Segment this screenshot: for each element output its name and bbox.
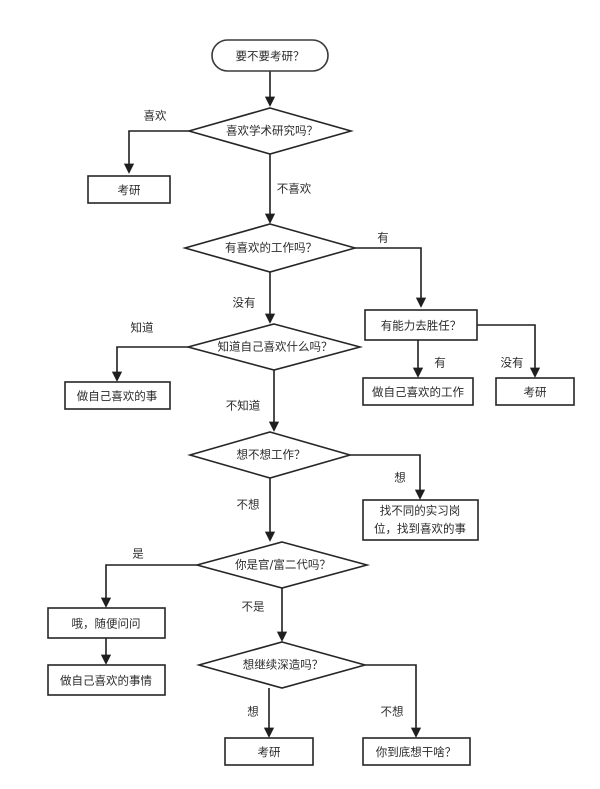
node-q-capable-label: 有能力去胜任？ <box>381 319 462 333</box>
edge-q4-want-to-internship <box>350 454 426 500</box>
node-q-further-study[interactable]: 想继续深造吗？ <box>196 641 368 689</box>
node-q-rich-second-gen-shape <box>193 541 371 589</box>
node-q-know-what-you-like[interactable]: 知道自己喜欢什么吗？ <box>184 323 364 371</box>
edge-label-dont-know: 不知道 <box>226 399 261 413</box>
node-q-further-study-shape <box>196 641 368 689</box>
node-do-what-you-like-2[interactable]: 做自己喜欢的事情 <box>47 664 166 696</box>
node-start-shape <box>211 39 329 72</box>
edge-label-not-capable: 没有 <box>501 356 524 370</box>
edge-label-yes: 是 <box>132 547 144 561</box>
node-what-do-you-want-shape <box>362 737 471 766</box>
node-q-like-academic-label: 喜欢学术研究吗？ <box>226 124 318 138</box>
node-do-what-you-like-2-shape <box>47 664 166 696</box>
node-kaoyan-2-shape <box>495 377 575 406</box>
edge-label-no-study: 不想 <box>381 705 404 719</box>
edge-q2-yes-to-ability <box>355 247 427 308</box>
edge-label-no: 不是 <box>242 600 265 614</box>
edge-q1-yes-to-kaoyan1 <box>123 130 189 174</box>
node-just-asking-shape <box>47 607 166 639</box>
node-just-asking[interactable]: 哦，随便问问 <box>47 607 166 639</box>
node-start-label: 要不要考研？ <box>236 49 305 63</box>
node-kaoyan-2[interactable]: 考研 <box>495 377 575 406</box>
node-q-have-liked-job-shape <box>182 223 358 273</box>
node-do-liked-job[interactable]: 做自己喜欢的工作 <box>362 377 474 406</box>
connectors <box>100 71 541 738</box>
node-kaoyan-1-shape <box>87 175 171 204</box>
edge-label-want-study: 想 <box>247 705 259 719</box>
edge-label-want: 想 <box>394 471 406 485</box>
edge-label-capable: 有 <box>434 356 446 370</box>
edge-label-dislike: 不喜欢 <box>277 182 312 196</box>
node-start[interactable]: 要不要考研？ <box>211 39 329 72</box>
node-find-internships-shape <box>362 499 479 541</box>
node-q-rich-second-gen-label: 你是官/富二代吗？ <box>235 558 331 572</box>
edge-ability-no-to-kaoyan2 <box>477 324 541 378</box>
node-kaoyan-1[interactable]: 考研 <box>87 175 171 204</box>
node-do-what-you-like-2-label: 做自己喜欢的事情 <box>60 674 152 688</box>
node-what-do-you-want-label: 你到底想干啥？ <box>376 745 457 759</box>
node-find-internships-label-line2: 位，找到喜欢的事 <box>374 522 466 536</box>
edge-label-have: 有 <box>377 231 389 245</box>
node-q-want-to-work-label: 想不想工作？ <box>237 448 306 462</box>
node-do-liked-job-label: 做自己喜欢的工作 <box>372 385 464 399</box>
node-q-want-to-work[interactable]: 想不想工作？ <box>187 431 353 479</box>
node-q-want-to-work-shape <box>187 431 353 479</box>
node-do-what-you-like-shape <box>64 381 171 410</box>
node-q-further-study-label: 想继续深造吗？ <box>243 658 324 672</box>
node-kaoyan-3-shape <box>224 737 314 766</box>
node-what-do-you-want[interactable]: 你到底想干啥？ <box>362 737 471 766</box>
node-q-know-what-you-like-shape <box>184 323 364 371</box>
node-q-have-liked-job-label: 有喜欢的工作吗？ <box>225 241 317 255</box>
node-find-internships-label-line1: 找不同的实习岗 <box>380 504 461 518</box>
edge-label-know: 知道 <box>131 321 154 335</box>
edge-q5-yes-to-justasking <box>100 564 197 608</box>
edge-label-like: 喜欢 <box>144 109 167 123</box>
node-q-rich-second-gen[interactable]: 你是官/富二代吗？ <box>193 541 371 589</box>
node-q-capable[interactable]: 有能力去胜任？ <box>364 309 478 341</box>
edge-q6-no-to-whatdoyouwant <box>365 664 422 738</box>
node-kaoyan-2-label: 考研 <box>524 385 547 399</box>
node-kaoyan-3-label: 考研 <box>258 745 281 759</box>
node-do-liked-job-shape <box>362 377 474 406</box>
node-q-know-what-you-like-label: 知道自己喜欢什么吗？ <box>218 340 333 354</box>
node-q-like-academic[interactable]: 喜欢学术研究吗？ <box>186 107 354 155</box>
node-kaoyan-3[interactable]: 考研 <box>224 737 314 766</box>
node-q-like-academic-shape <box>186 107 354 155</box>
node-do-what-you-like-label: 做自己喜欢的事 <box>77 389 158 403</box>
node-do-what-you-like[interactable]: 做自己喜欢的事 <box>64 381 171 410</box>
edge-labels: 喜欢 不喜欢 有 没有 有 没有 知道 不知道 想 不想 是 不是 想 不想 <box>131 109 524 719</box>
node-find-internships[interactable]: 找不同的实习岗 位，找到喜欢的事 <box>362 499 479 541</box>
node-just-asking-label: 哦，随便问问 <box>72 617 141 631</box>
edge-q3-know-to-dowhatlike <box>111 346 188 382</box>
edge-label-dont-want: 不想 <box>237 498 260 512</box>
node-kaoyan-1-label: 考研 <box>118 183 141 197</box>
node-q-have-liked-job[interactable]: 有喜欢的工作吗？ <box>182 223 358 273</box>
node-q-capable-shape <box>364 309 478 341</box>
edge-label-not-have: 没有 <box>233 296 256 310</box>
